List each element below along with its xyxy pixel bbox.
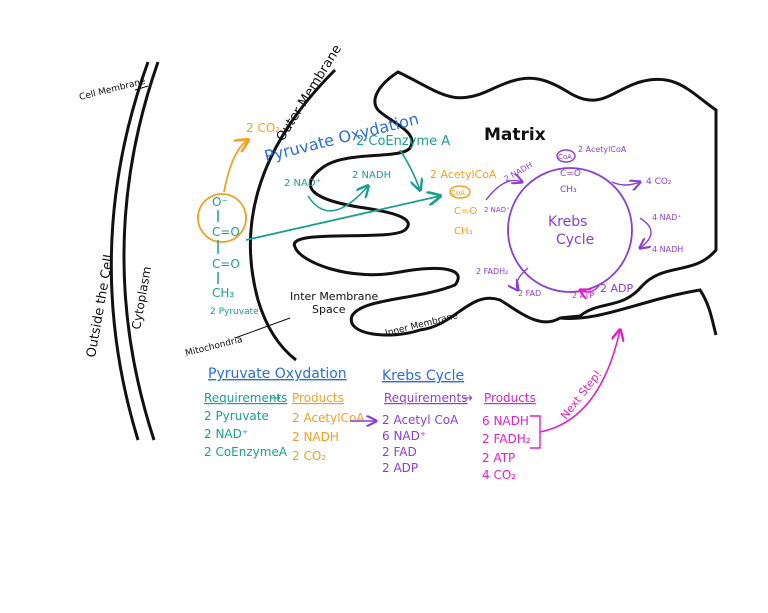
krebs-coa-badge-text: CoA	[558, 153, 572, 161]
krebs-acetylcoa-label: 2 AcetylCoA	[578, 145, 627, 154]
summary-po-arrow: →	[270, 391, 281, 406]
krebs-coa-badge	[556, 149, 576, 163]
summary-kc-prod-2: 2 FADH₂	[482, 432, 531, 446]
cell-membrane-inner-line	[122, 61, 160, 441]
krebs-fad-arrow	[516, 267, 529, 290]
pyruvate-c-o-1: C=O	[212, 225, 240, 239]
inner-membrane-label: Inner Membrane	[384, 311, 459, 339]
summary-po-req-label: Requirements	[204, 391, 287, 405]
krebs-nadh-label: 4 NADH	[652, 245, 683, 254]
pyruvate-highlight-circle	[197, 193, 247, 243]
summary-kc-req-3: 2 FAD	[382, 445, 417, 459]
summary-kc-req-label: Requirements	[384, 391, 467, 405]
summary-kc-title: Krebs Cycle	[382, 368, 464, 384]
summary-kc-req-4: 2 ADP	[382, 461, 418, 475]
krebs-nad-2-label: 2 NAD⁺	[484, 206, 510, 214]
inner-membrane-lower-edge	[559, 288, 718, 336]
pyruvate-c-o-2: C=O	[212, 257, 240, 271]
next-step-label: Next Step!	[558, 368, 604, 422]
pyruvate-ch3: CH₃	[212, 286, 234, 300]
summary-po-title: Pyruvate Oxydation	[208, 366, 347, 382]
outer-membrane	[248, 68, 337, 362]
summary-kc-arrow: →	[462, 391, 473, 406]
krebs-atp-label: 2 ATP	[572, 291, 594, 300]
summary-kc-req-2: 6 NAD⁺	[382, 429, 426, 443]
krebs-nad-label: 4 NAD⁺	[652, 213, 681, 222]
krebs-title-1: Krebs	[548, 214, 587, 230]
krebs-c-o: C=O	[560, 169, 581, 179]
cell-membrane-outer-line	[109, 61, 150, 441]
cytoplasm-label: Cytoplasm	[129, 265, 154, 330]
summary-kc-prod-4: 4 CO₂	[482, 468, 516, 482]
summary-po-req-1: 2 Pyruvate	[204, 409, 269, 423]
two-co2-label: 2 CO₂	[246, 121, 280, 135]
summary-po-prod-label: Products	[292, 391, 344, 405]
cell-membrane-pointer	[134, 85, 149, 91]
acetyl-coa-badge	[449, 185, 471, 199]
krebs-title-2: Cycle	[556, 232, 594, 248]
krebs-nadh-2-arrow	[485, 180, 522, 201]
krebs-co2-arrow	[611, 182, 640, 185]
summary-po-req-2: 2 NAD⁺	[204, 427, 248, 441]
summary-po-prod-2: 2 NADH	[292, 430, 339, 444]
two-pyruvate-label: 2 Pyruvate	[210, 307, 259, 317]
mitochondria-pointer	[234, 317, 291, 339]
krebs-fad-label: 2 FAD	[518, 289, 541, 298]
summary-kc-prod-label: Products	[484, 391, 536, 405]
summary-po-req-3: 2 CoEnzymeA	[204, 445, 288, 459]
krebs-co2-label: 4 CO₂	[646, 177, 672, 187]
pyruvate-to-acetylcoa-arrow	[245, 196, 440, 241]
two-nadh-label: 2 NADH	[352, 170, 391, 181]
inner-membrane	[293, 70, 718, 337]
summary-kc-prod-1: 6 NADH	[482, 414, 529, 428]
acetyl-c-o: C=O	[454, 206, 477, 217]
acetyl-ch3: CH₃	[454, 226, 473, 237]
next-step-arrow	[539, 330, 620, 433]
coenzyme-a-label: 2 CoEnzyme A	[356, 134, 450, 149]
summary-po-prod-1: 2 AcetylCoA	[292, 411, 365, 425]
krebs-adp-label: 2 ADP	[600, 282, 633, 295]
co2-release-arrow	[223, 140, 248, 193]
intermembrane-space-label-1: Inter Membrane	[290, 290, 379, 303]
two-acetylcoa-label: 2 AcetylCoA	[430, 168, 497, 181]
coenzyme-a-arrow	[399, 149, 420, 190]
nad-to-nadh-arrow	[307, 186, 368, 212]
krebs-fadh2-label: 2 FADH₂	[476, 267, 508, 276]
summary-kc-req-1: 2 Acetyl CoA	[382, 413, 459, 427]
krebs-adp-arrow	[580, 283, 601, 292]
acetyl-coa-badge-text: CoA	[451, 189, 465, 197]
two-nad-label: 2 NAD⁺	[284, 178, 321, 189]
summary-kc-bracket	[530, 415, 541, 449]
krebs-nad-arrow	[640, 217, 652, 248]
pyruvate-o-minus: O⁻	[212, 195, 228, 209]
intermembrane-space-label-2: Space	[312, 303, 346, 316]
summary-po-prod-3: 2 CO₂	[292, 449, 326, 463]
matrix-label: Matrix	[484, 125, 546, 145]
summary-kc-prod-3: 2 ATP	[482, 451, 515, 465]
mitochondria-label: Mitochondria	[184, 335, 243, 359]
krebs-cycle-ring	[507, 167, 633, 293]
krebs-ch3: CH₃	[560, 185, 577, 195]
